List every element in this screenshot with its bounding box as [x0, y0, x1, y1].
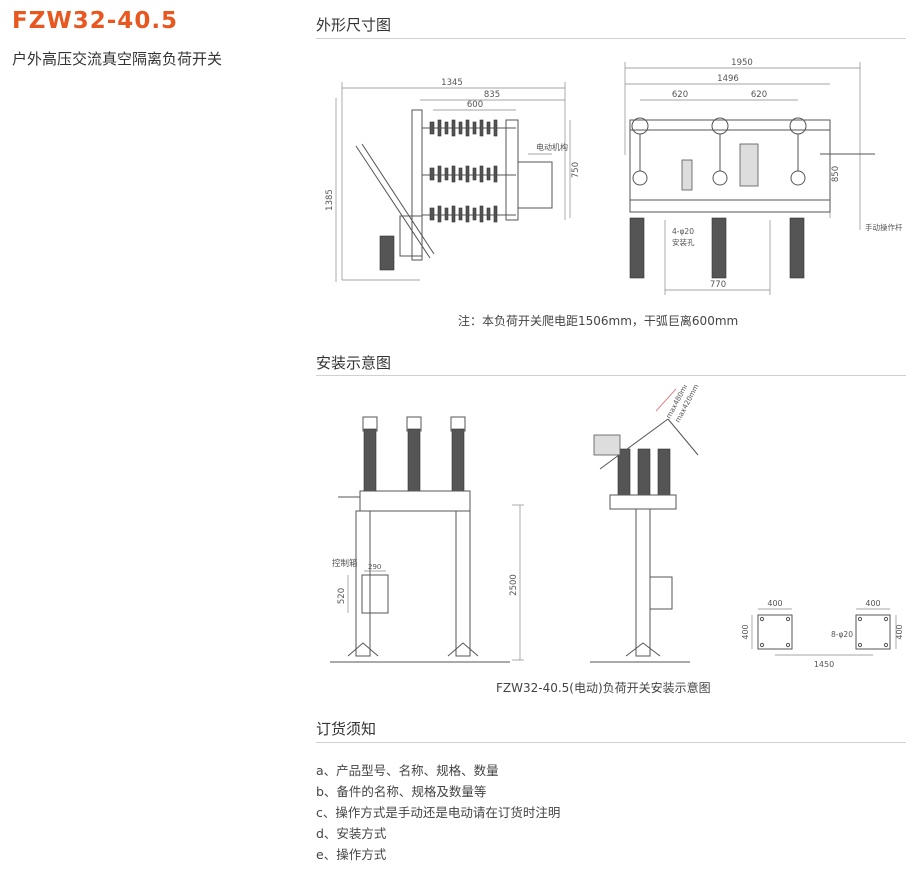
product-model: FZW32-40.5: [12, 8, 179, 34]
label-holes: 安装孔: [672, 237, 695, 247]
dim-520: 520: [337, 588, 347, 604]
dim-600: 600: [467, 100, 483, 110]
side-view: [335, 82, 571, 282]
dim-620a: 620: [672, 90, 688, 100]
dim-750: 750: [571, 162, 581, 178]
dim-1345: 1345: [441, 78, 463, 88]
label-control-box: 控制箱: [332, 558, 358, 569]
dim-620b: 620: [751, 90, 767, 100]
list-item: b、备件的名称、规格及数量等: [316, 784, 487, 799]
dim-1496: 1496: [717, 74, 739, 84]
dim-1450: 1450: [814, 660, 834, 669]
dim-400b: 400: [865, 599, 880, 608]
dim-290: 290: [368, 563, 381, 571]
installation-caption: FZW32-40.5(电动)负荷开关安装示意图: [496, 681, 711, 695]
label-holes8: 8-φ20: [831, 630, 853, 639]
front-view: [624, 62, 875, 295]
label-handle: 手动操作杆: [865, 222, 903, 232]
section-title-installation: 安装示意图: [316, 354, 392, 372]
section-divider: [316, 375, 906, 376]
install-side-view: [590, 388, 699, 663]
dim-1385: 1385: [325, 189, 335, 211]
section-divider: [316, 742, 906, 743]
list-item: c、操作方式是手动还是电动请在订货时注明: [316, 805, 561, 820]
install-footprint: [751, 608, 897, 656]
install-front-view: [330, 416, 524, 663]
label-holes-count: 4-φ20: [672, 227, 694, 236]
dim-770: 770: [710, 280, 726, 290]
list-item: d、安装方式: [316, 826, 387, 841]
dim-400c: 400: [741, 624, 750, 639]
dimension-note: 注：本负荷开关爬电距1506mm，干弧巨离600mm: [458, 314, 739, 328]
label-motor: 电动机构: [536, 142, 568, 152]
dim-400d: 400: [895, 624, 904, 639]
dim-835: 835: [484, 90, 500, 100]
section-divider: [316, 38, 906, 39]
list-item: e、操作方式: [316, 847, 387, 862]
section-title-ordering: 订货须知: [316, 720, 377, 738]
installation-drawing: 控制箱 290 520 2500 max480mm max420mm 400 4…: [330, 385, 904, 669]
section-title-dimensions: 外形尺寸图: [316, 16, 392, 34]
dim-850: 850: [831, 166, 841, 182]
product-name: 户外高压交流真空隔离负荷开关: [12, 50, 223, 68]
ordering-list: a、产品型号、名称、规格、数量 b、备件的名称、规格及数量等 c、操作方式是手动…: [316, 760, 560, 865]
list-item: a、产品型号、名称、规格、数量: [316, 763, 499, 778]
dim-1950: 1950: [731, 58, 753, 68]
dim-400a: 400: [767, 599, 782, 608]
dimension-drawing: 1345 835 600 1385 750 电动机构 1950 1496 620…: [325, 58, 903, 295]
dim-2500: 2500: [509, 574, 519, 596]
